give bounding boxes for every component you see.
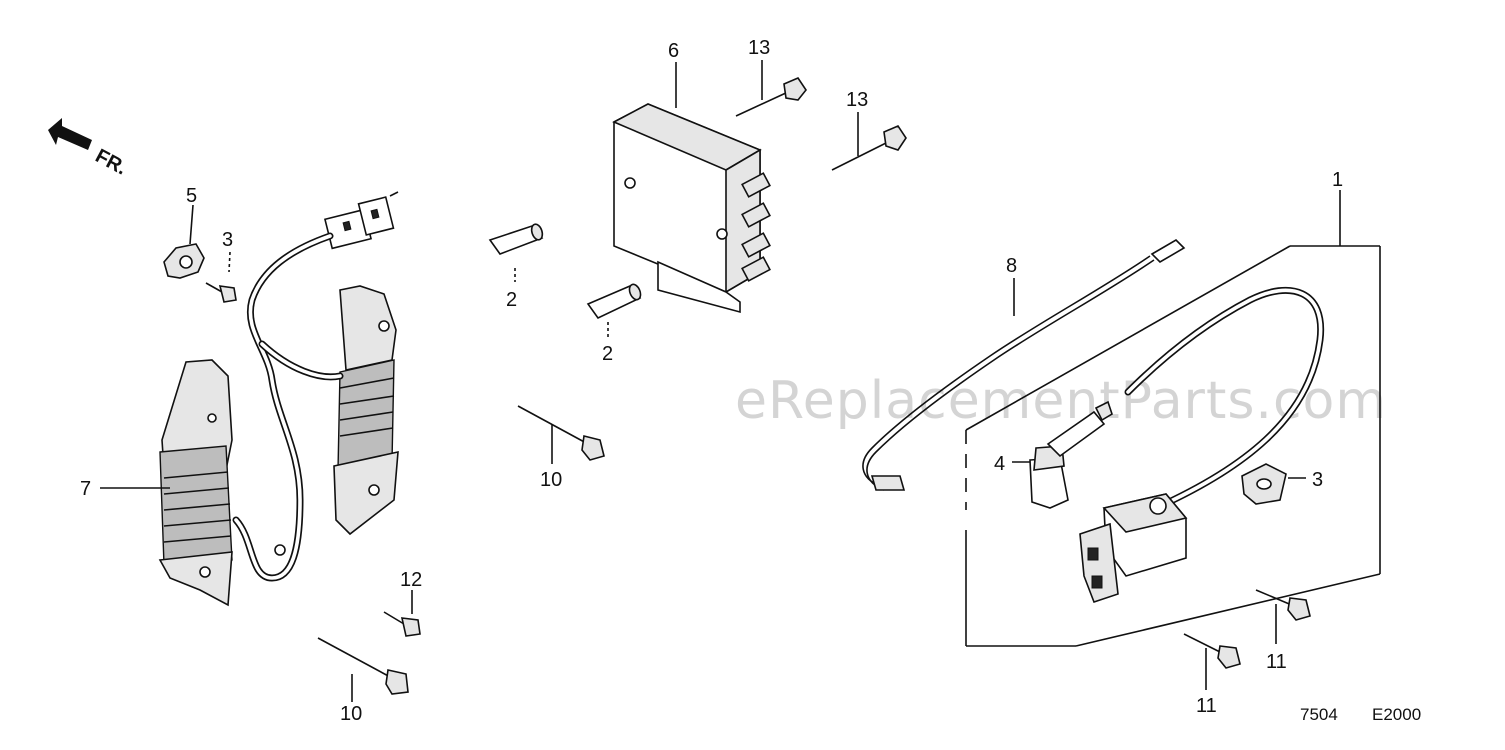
part-5-wire-clamp <box>163 243 205 279</box>
part-4-spark-plug-cap <box>1029 400 1113 509</box>
part-1-assembly-bracket <box>965 245 1381 647</box>
callout-13-upper: 13 <box>748 37 770 59</box>
leader-3-left <box>228 251 231 273</box>
part-7-charge-coil-assembly <box>158 191 399 607</box>
leader-5 <box>189 204 194 245</box>
callout-11-right: 11 <box>1266 651 1287 673</box>
callout-10-middle: 10 <box>540 469 562 491</box>
diagram-reference: E2000 <box>1372 705 1421 724</box>
callout-6: 6 <box>668 40 679 62</box>
part-11-bolt-right <box>1255 589 1311 621</box>
part-3-screw-left <box>205 282 237 303</box>
part-10-bolt-bottom <box>317 637 409 695</box>
part-12-bolt <box>383 611 421 637</box>
callout-3-right: 3 <box>1312 469 1323 491</box>
part-2-collar-lower <box>586 283 642 320</box>
callout-2-upper: 2 <box>506 289 517 311</box>
front-direction-arrow-icon <box>48 118 92 150</box>
part-3-grommet-right <box>1241 463 1287 505</box>
front-direction-label: FR. <box>92 145 131 180</box>
callout-3-left: 3 <box>222 229 233 251</box>
callout-8: 8 <box>1006 255 1017 277</box>
part-11-bolt-left <box>1183 633 1241 669</box>
watermark: eReplacementParts.com <box>735 371 1387 431</box>
callout-10-bottom: 10 <box>340 703 362 725</box>
callout-5: 5 <box>186 185 197 207</box>
part-13-bolt-upper <box>735 77 807 117</box>
part-1-ignition-coil <box>1079 286 1325 604</box>
callout-13-lower: 13 <box>846 89 868 111</box>
callout-12: 12 <box>400 569 422 591</box>
callout-4: 4 <box>994 453 1005 475</box>
callout-7: 7 <box>80 478 91 500</box>
part-8-ground-wire <box>862 238 1186 491</box>
callout-11-left: 11 <box>1196 695 1217 717</box>
callout-1: 1 <box>1332 169 1343 191</box>
callout-2-lower: 2 <box>602 343 613 365</box>
part-13-bolt-lower <box>831 125 907 171</box>
part-10-bolt-middle <box>517 405 605 461</box>
part-6-regulator-rectifier <box>612 103 771 314</box>
part-2-collar-upper <box>488 223 544 255</box>
diagram-code: 7504 <box>1300 705 1338 724</box>
